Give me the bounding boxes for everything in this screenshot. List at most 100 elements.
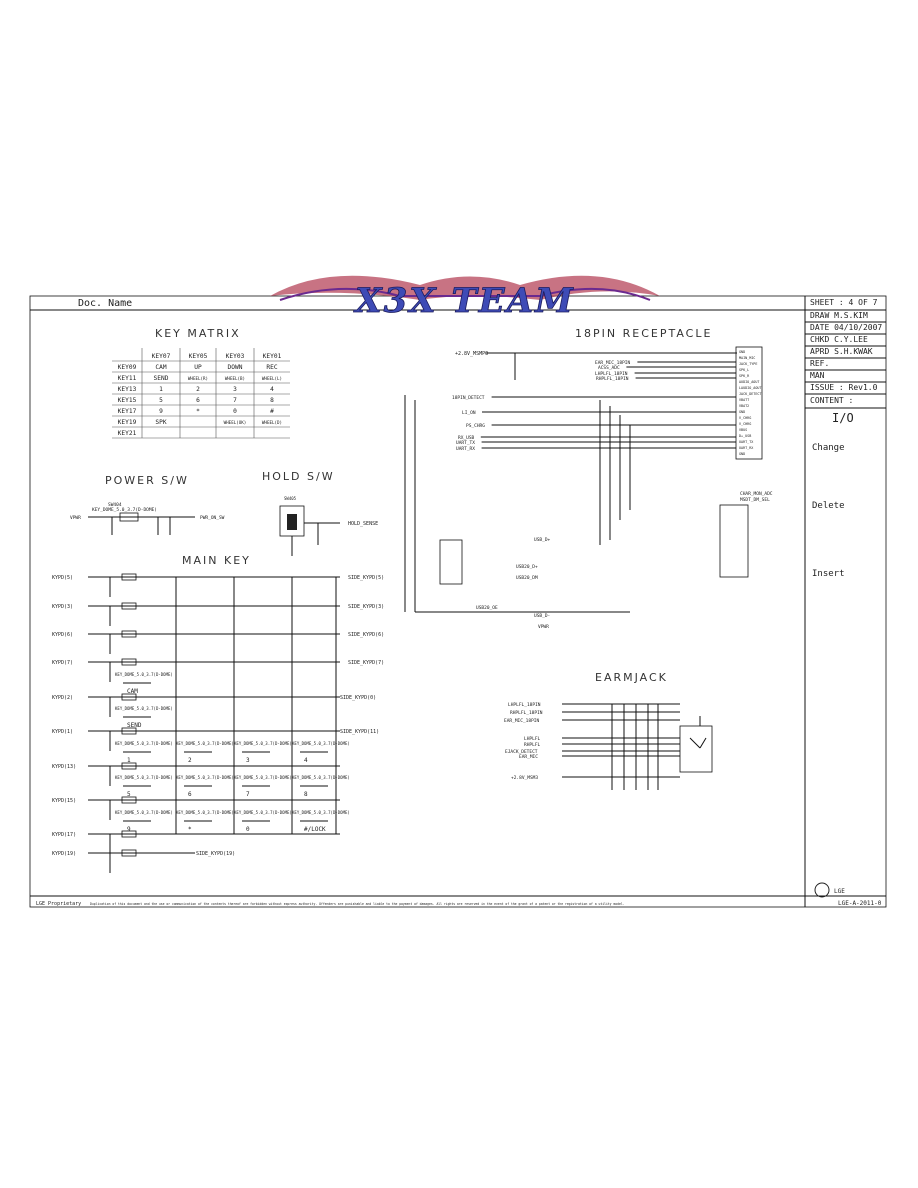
- matrix-header-cell: KEY03: [226, 353, 245, 360]
- key-resistor: [121, 693, 137, 701]
- key-label: #/LOCK: [304, 826, 326, 833]
- power-sw-title: POWER S/W: [105, 474, 189, 487]
- matrix-cell: #: [270, 408, 274, 415]
- matrix-header-cell: KEY05: [189, 353, 208, 360]
- matrix-cell: SEND: [154, 375, 169, 382]
- lge-logo-icon: [814, 882, 830, 898]
- matrix-header-cell: KEY07: [152, 353, 171, 360]
- usb-switch-ic: [719, 504, 749, 578]
- matrix-cell: 7: [233, 397, 237, 404]
- insert-label: Insert: [812, 569, 845, 579]
- drawing-code: LGE-A-2011-0: [838, 900, 882, 907]
- receptacle-right-net: CHAR_MON_ADC: [740, 491, 773, 497]
- dome-part: KEY_DOME_5.0_3.7(D-DOME): [292, 810, 350, 815]
- matrix-cell: 0: [233, 408, 237, 415]
- key-right-net: SIDE_KYPD(5): [348, 575, 384, 581]
- dome-part: KEY_DOME_5.0_3.7(D-DOME): [176, 810, 234, 815]
- receptacle-left-net: UART_RX: [456, 446, 475, 452]
- matrix-cell: 2: [196, 386, 200, 393]
- receptacle-left-net: PS_CHRG: [466, 423, 485, 429]
- power-switch-ref: SW404: [108, 502, 122, 508]
- approved-by: APRD S.H.KWAK: [810, 347, 873, 356]
- hold-switch-ref: SW405: [284, 496, 297, 501]
- receptacle-pin: GND: [739, 452, 745, 456]
- io-label: I/O: [832, 411, 854, 425]
- key-right-net: SIDE_KYPD(0): [340, 695, 376, 701]
- legal-notice: Duplication of this document and the use…: [90, 902, 625, 906]
- key-label: 8: [304, 791, 308, 798]
- receptacle-pin: JACK_DETECT: [739, 392, 761, 396]
- earjack-net: EAR_MIC: [519, 754, 538, 760]
- receptacle-right-net: MSDT_DM_SEL: [740, 497, 770, 503]
- matrix-cell: WHEEL(B): [225, 376, 245, 381]
- drawing-date: DATE 04/10/2007: [810, 323, 882, 332]
- key-label: *: [188, 826, 192, 833]
- key-right-net: SIDE_KYPD(11): [340, 729, 379, 735]
- matrix-cell: 5: [159, 397, 163, 404]
- key-resistor: [121, 573, 137, 581]
- key-left-net: KYPD(6): [52, 632, 73, 638]
- key-left-net: KYPD(3): [52, 604, 73, 610]
- matrix-cell: WHEEL(OK): [224, 420, 247, 425]
- power-left-net: VPWR: [70, 515, 81, 521]
- content-label: CONTENT :: [810, 396, 853, 405]
- matrix-cell: SPK: [155, 419, 166, 426]
- matrix-cell: UP: [194, 364, 202, 371]
- lge-label: LGE: [834, 888, 845, 895]
- key-resistor: [121, 830, 137, 838]
- earjack-net: EJACK_DETECT: [505, 749, 538, 755]
- matrix-cell: WHEEL(R): [188, 376, 208, 381]
- logo-text: X3X TEAM: [353, 281, 575, 321]
- receptacle-pin: AUDIO_AOUT: [739, 380, 759, 384]
- team-logo: X3X TEAM: [270, 275, 660, 321]
- key-label: 4: [304, 757, 308, 764]
- key-label: CAM: [127, 688, 138, 695]
- matrix-cell: KEY11: [118, 375, 137, 382]
- receptacle-pin: SPK_R: [739, 374, 750, 378]
- receptacle-connector: [735, 346, 763, 460]
- matrix-cell: WHEEL(D): [262, 420, 282, 425]
- key-label: 9: [127, 826, 131, 833]
- receptacle-left-net: ACSS_ADC: [598, 365, 620, 371]
- receptacle-pin: LAUDIO_AOUT: [739, 386, 761, 390]
- matrix-cell: KEY19: [118, 419, 137, 426]
- key-left-net: KYPD(13): [52, 764, 76, 770]
- key-left-net: KYPD(15): [52, 798, 76, 804]
- main-key-circuit: KYPD(5)KYPD(3)KYPD(6)KYPD(7)KYPD(2)KYPD(…: [52, 573, 384, 873]
- drawn-by: DRAW M.S.KIM: [810, 311, 868, 320]
- key-left-net: KYPD(17): [52, 832, 76, 838]
- dome-part: KEY_DOME_5.0_3.7(D-DOME): [234, 775, 292, 780]
- key-right-net: SIDE_KYPD(6): [348, 632, 384, 638]
- key-resistor: [121, 762, 137, 770]
- earjack-net: EAR_MIC_18PIN: [504, 718, 540, 724]
- earjack-net: +2.8V_MSM3: [511, 775, 538, 781]
- receptacle-circuit: +2.8V_MSMP3 EAR_MIC_18PINACSS_ADCLHPLFL_…: [404, 346, 773, 630]
- matrix-cell: REC: [266, 364, 277, 371]
- key-resistor: [121, 727, 137, 735]
- usb-net: VPWR: [538, 624, 549, 630]
- receptacle-pin: VBUS: [739, 428, 747, 432]
- key-resistor: [121, 658, 137, 666]
- usb-net: USB20_D+: [516, 564, 538, 570]
- receptacle-left-net: 18PIN_DETECT: [452, 395, 485, 401]
- key-resistor: [121, 630, 137, 638]
- hold-sense-net: HOLD_SENSE: [348, 521, 378, 527]
- man-label: MAN: [810, 371, 825, 380]
- receptacle-pin: SPK_L: [739, 368, 749, 372]
- key-left-net: KYPD(5): [52, 575, 73, 581]
- matrix-cell: DOWN: [228, 364, 243, 371]
- usb-net: USB20_OE: [476, 605, 498, 611]
- matrix-cell: WHEEL(L): [262, 376, 282, 381]
- earmjack-circuit: LHPLFL_18PINRHPLFL_18PINEAR_MIC_18PINLHP…: [504, 702, 713, 790]
- receptacle-left-net: RX_USB: [458, 435, 475, 441]
- earjack-connector: [679, 725, 713, 773]
- main-key-title: MAIN KEY: [182, 554, 251, 567]
- receptacle-pin: V_CHRG: [739, 416, 751, 420]
- earjack-net: RHPLFL: [524, 742, 541, 748]
- key-matrix-title: KEY MATRIX: [155, 327, 241, 340]
- receptacle-pin: MAIN_MIC: [739, 356, 755, 360]
- receptacle-pin: GND: [739, 350, 745, 354]
- earjack-net: RHPLFL_18PIN: [510, 710, 543, 716]
- usb-net: USB_D-: [534, 613, 550, 619]
